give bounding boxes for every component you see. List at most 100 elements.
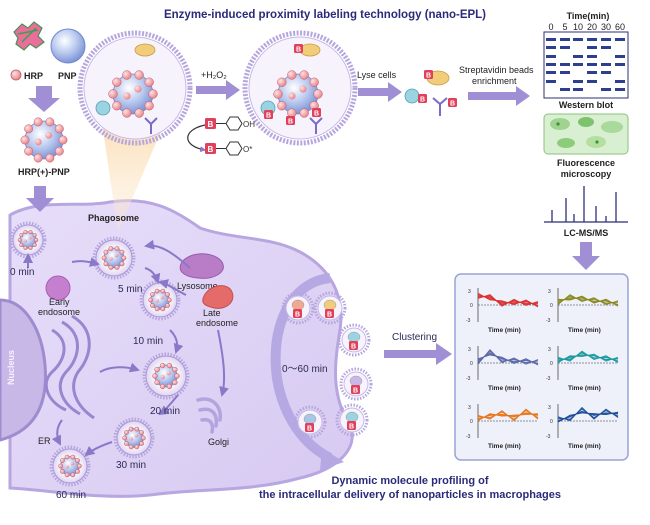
enrichment-arrow — [468, 86, 530, 106]
profiled-vesicle-0: B — [281, 291, 315, 325]
golgi-label: Golgi — [208, 437, 229, 447]
x-axis-label: Time (min) — [488, 327, 521, 334]
svg-text:B: B — [349, 424, 354, 431]
x-axis-label: Time (min) — [568, 385, 601, 392]
time-header: Time(min) — [567, 11, 610, 21]
nanoparticle-icon — [101, 246, 127, 270]
y-tick: -3 — [546, 376, 551, 382]
y-tick: -3 — [546, 318, 551, 324]
svg-text:B: B — [307, 426, 312, 433]
blot-band — [560, 63, 570, 66]
y-tick: 0 — [470, 303, 473, 309]
nanoparticle-icon — [148, 288, 172, 312]
blot-band — [587, 63, 597, 66]
vesicle-4 — [113, 417, 155, 459]
y-tick: 3 — [548, 405, 551, 411]
early-endosome-label-line1: Early — [49, 297, 70, 307]
svg-text:B: B — [296, 47, 301, 54]
bottom-title-line2: the intracellular delivery of nanopartic… — [259, 489, 561, 501]
biotin-phenol-reaction: B OH B O* — [187, 116, 255, 156]
blot-band — [587, 55, 597, 58]
hrp-pnp-label: HRP(+)-PNP — [18, 167, 70, 177]
blot-band — [601, 63, 611, 66]
streptavidin-label-line1: Streptavidin beads — [459, 65, 534, 75]
svg-text:B: B — [314, 111, 319, 118]
late-endosome-label-line1: Late — [203, 308, 221, 318]
labeled-proteins: B B B — [404, 70, 457, 116]
time-label: 5 min — [118, 284, 142, 295]
time-label: 20 min — [150, 406, 180, 417]
time-tick: 60 — [615, 22, 625, 32]
blot-band — [560, 88, 570, 91]
cluster-line — [557, 295, 619, 307]
blot-band — [615, 80, 625, 83]
x-axis-label: Time (min) — [568, 327, 601, 334]
blot-band — [546, 63, 556, 66]
time-course-vesicles — [9, 221, 190, 487]
time-tick: 20 — [587, 22, 597, 32]
y-tick: 3 — [548, 289, 551, 295]
blot-band — [573, 88, 583, 91]
labeling-cell-before — [77, 30, 193, 146]
blot-band — [587, 71, 597, 74]
vesicle-1 — [92, 236, 136, 280]
blot-band — [601, 71, 611, 74]
blot-band — [573, 55, 583, 58]
hrp-dot — [10, 69, 22, 81]
blot-band — [587, 46, 597, 49]
nucleus — [0, 298, 47, 442]
svg-text:B: B — [450, 101, 455, 108]
nanoparticle-icon — [20, 117, 68, 163]
early-endosome — [45, 275, 71, 301]
main-title: Enzyme-induced proximity labeling techno… — [164, 9, 486, 21]
zoom-cone — [100, 110, 170, 232]
blot-band — [573, 80, 583, 83]
y-tick: 0 — [470, 419, 473, 425]
bottom-title-line1: Dynamic molecule profiling of — [331, 475, 488, 487]
biotin-tag: B — [418, 94, 427, 104]
blot-band — [587, 38, 597, 41]
biotin-tag: B — [293, 309, 302, 319]
vesicle-3 — [142, 352, 190, 400]
x-axis-label: Time (min) — [488, 385, 521, 392]
nanoparticle-icon — [152, 362, 180, 390]
time-tick: 0 — [548, 22, 553, 32]
down-arrow-3 — [572, 242, 600, 270]
pnp-label: PNP — [58, 71, 77, 81]
profiled-vesicle-4: B — [335, 403, 369, 437]
nanoparticle-icon — [108, 70, 158, 118]
biotin-tag: B — [208, 145, 214, 154]
er-membranes — [44, 314, 95, 420]
nanoparticle-icon — [58, 454, 82, 478]
time-tick: 5 — [562, 22, 567, 32]
svg-text:B: B — [327, 312, 332, 319]
pnp-nanoparticle — [50, 28, 86, 64]
biotin-tag: B — [305, 423, 314, 433]
svg-text:B: B — [266, 113, 271, 120]
cluster-line — [477, 353, 539, 365]
clustering-arrow — [384, 343, 452, 365]
time-range-arc — [270, 273, 333, 463]
cluster-line — [477, 413, 539, 422]
lcms-label: LC-MS/MS — [564, 228, 609, 238]
time-label: 0 min — [10, 267, 34, 278]
range-label: 0～60 min — [282, 364, 328, 375]
y-tick: -3 — [466, 318, 471, 324]
blot-band — [587, 80, 597, 83]
y-tick: -3 — [546, 434, 551, 440]
blot-band — [615, 38, 625, 41]
biotin-tag: B — [312, 108, 321, 118]
time-label: 60 min — [56, 490, 86, 501]
biotin-tag: B — [325, 309, 334, 319]
blot-band — [546, 80, 556, 83]
time-label: 30 min — [116, 460, 146, 471]
fluorescence-label-line2: microscopy — [561, 169, 612, 179]
er-label: ER — [38, 436, 51, 446]
biotin-tag: B — [424, 70, 433, 80]
